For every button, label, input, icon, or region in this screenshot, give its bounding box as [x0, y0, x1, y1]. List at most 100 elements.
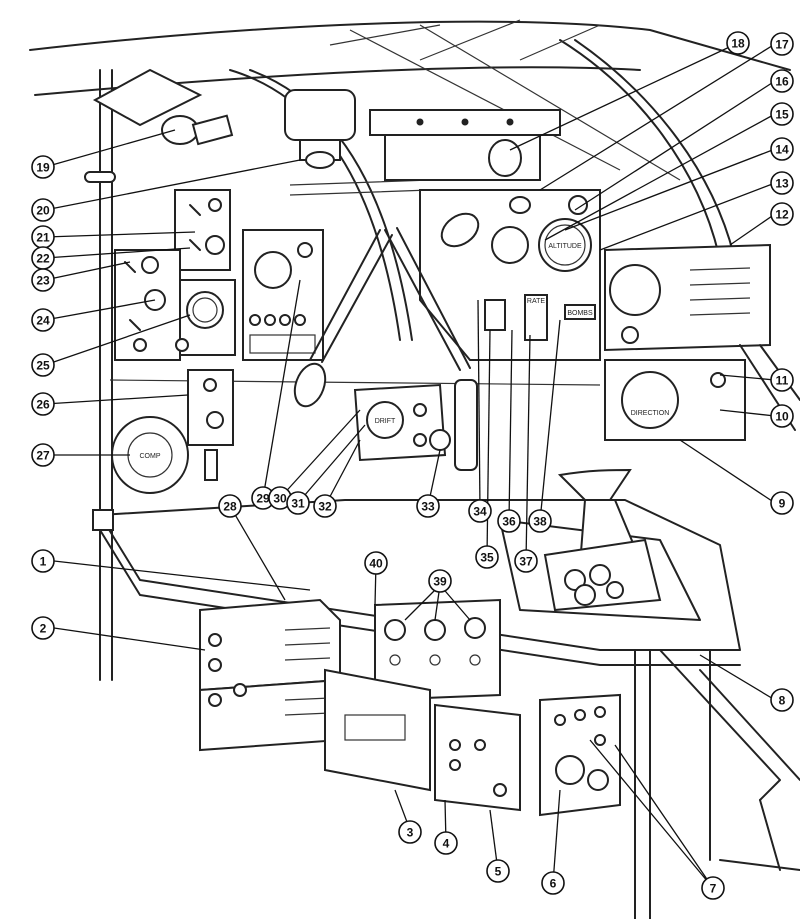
callout-circle — [528, 509, 552, 533]
callout-17: 17 — [770, 32, 794, 56]
right-units: DIRECTION — [604, 243, 800, 441]
compass-label: COMP — [140, 453, 161, 460]
callout-39: 39 — [428, 569, 452, 593]
callout-29: 29 — [251, 486, 275, 510]
callout-2: 2 — [31, 616, 55, 640]
lamp-arm — [293, 227, 478, 471]
callout-number: 24 — [36, 314, 50, 328]
callout-circle — [770, 69, 794, 93]
callout-number: 3 — [407, 826, 414, 840]
callout-26: 26 — [31, 392, 55, 416]
callout-28: 28 — [218, 494, 242, 518]
callout-21: 21 — [31, 225, 55, 249]
callout-number: 38 — [533, 515, 547, 529]
callout-38: 38 — [528, 509, 552, 533]
callout-circle — [701, 876, 725, 900]
compass-and-box: COMP — [111, 369, 234, 494]
callout-10: 10 — [770, 404, 794, 428]
callout-circle — [31, 616, 55, 640]
callout-circle — [313, 494, 337, 518]
callout-circle — [31, 308, 55, 332]
callout-number: 22 — [36, 252, 50, 266]
callout-number: 14 — [775, 143, 789, 157]
callout-circle — [31, 549, 55, 573]
altitude-gauge-label: ALTITUDE — [548, 243, 582, 250]
callout-number: 25 — [36, 359, 50, 373]
callout-circle — [398, 820, 422, 844]
callout-8: 8 — [770, 688, 794, 712]
callout-34: 34 — [468, 499, 492, 523]
callout-circle — [31, 443, 55, 467]
callout-circle — [497, 509, 521, 533]
callout-circle — [286, 491, 310, 515]
callout-number: 36 — [502, 515, 516, 529]
callout-4: 4 — [434, 831, 458, 855]
callout-number: 18 — [731, 37, 745, 51]
callout-number: 4 — [443, 837, 450, 851]
callout-number: 1 — [40, 555, 47, 569]
callout-circle — [218, 494, 242, 518]
callout-9: 9 — [770, 491, 794, 515]
callout-circle — [31, 198, 55, 222]
callout-number: 6 — [550, 877, 557, 891]
callout-number: 20 — [36, 204, 50, 218]
callout-number: 9 — [779, 497, 786, 511]
callout-33: 33 — [416, 494, 440, 518]
callout-6: 6 — [541, 871, 565, 895]
callout-number: 27 — [36, 449, 50, 463]
callout-12: 12 — [770, 202, 794, 226]
callout-circle — [364, 551, 388, 575]
callout-circle — [770, 137, 794, 161]
callout-circle — [770, 202, 794, 226]
callout-16: 16 — [770, 69, 794, 93]
callout-circle — [770, 404, 794, 428]
callout-circle — [31, 155, 55, 179]
callout-number: 16 — [775, 75, 789, 89]
callout-number: 12 — [775, 208, 789, 222]
callout-circle — [434, 831, 458, 855]
radio-panel — [242, 229, 324, 361]
callout-number: 10 — [775, 410, 789, 424]
callout-number: 13 — [775, 177, 789, 191]
callout-20: 20 — [31, 198, 55, 222]
callout-1: 1 — [31, 549, 55, 573]
callout-circle — [486, 859, 510, 883]
callout-3: 3 — [398, 820, 422, 844]
callout-27: 27 — [31, 443, 55, 467]
callout-13: 13 — [770, 171, 794, 195]
callout-7: 7 — [701, 876, 725, 900]
callout-circle — [31, 353, 55, 377]
callout-circle — [770, 102, 794, 126]
callout-30: 30 — [268, 486, 292, 510]
callout-circle — [770, 368, 794, 392]
callout-number: 35 — [480, 551, 494, 565]
drift-label: DRIFT — [375, 418, 396, 425]
callout-11: 11 — [770, 368, 794, 392]
callout-24: 24 — [31, 308, 55, 332]
instrument-panel: ALTITUDE RATE BOMBS — [419, 189, 601, 361]
callout-number: 30 — [273, 492, 287, 506]
callout-number: 7 — [710, 882, 717, 896]
callout-circle — [468, 499, 492, 523]
rate-label: RATE — [527, 298, 545, 305]
callout-circle — [31, 392, 55, 416]
callout-14: 14 — [770, 137, 794, 161]
overhead-equipment — [84, 68, 561, 183]
callout-40: 40 — [364, 551, 388, 575]
callout-circle — [31, 268, 55, 292]
left-switch-panels — [114, 189, 236, 361]
callout-number: 2 — [40, 622, 47, 636]
callout-19: 19 — [31, 155, 55, 179]
callout-number: 21 — [36, 231, 50, 245]
drift-meter: DRIFT — [353, 383, 451, 462]
callout-number: 19 — [36, 161, 50, 175]
callout-circle — [770, 171, 794, 195]
callout-circle — [541, 871, 565, 895]
callout-number: 8 — [779, 694, 786, 708]
callout-circle — [514, 549, 538, 573]
callout-number: 32 — [318, 500, 332, 514]
callout-number: 17 — [775, 38, 789, 52]
callout-15: 15 — [770, 102, 794, 126]
